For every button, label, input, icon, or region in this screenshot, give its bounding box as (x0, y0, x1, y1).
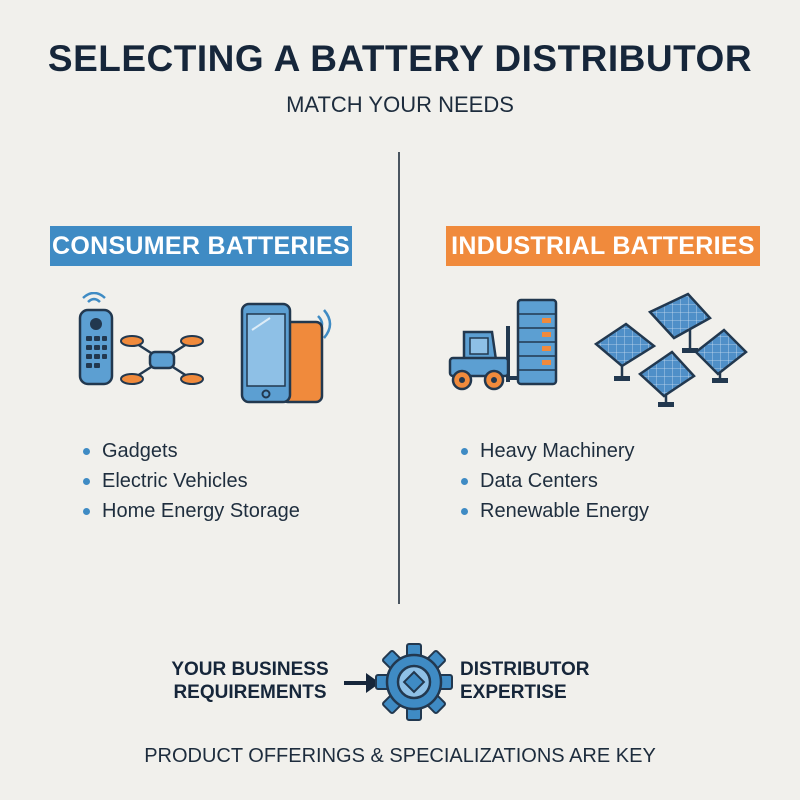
solar-panel-icon (593, 292, 748, 407)
distributor-expertise-label: DISTRIBUTOR EXPERTISE (460, 659, 590, 703)
list-item: Renewable Energy (458, 496, 649, 526)
page-title: SELECTING A BATTERY DISTRIBUTOR (47, 38, 753, 79)
list-item: Gadgets (80, 436, 300, 466)
business-requirements-label: YOUR BUSINESS REQUIREMENTS (171, 659, 329, 703)
server-rack-icon (516, 298, 558, 386)
center-divider (398, 152, 400, 604)
remote-control-icon (78, 292, 114, 386)
industrial-list: Heavy Machinery Data Centers Renewable E… (458, 436, 649, 526)
consumer-heading: CONSUMER BATTERIES (50, 226, 352, 266)
gear-icon (375, 643, 453, 721)
arrow-right-icon (344, 673, 380, 693)
list-item: Home Energy Storage (80, 496, 300, 526)
industrial-heading: INDUSTRIAL BATTERIES (446, 226, 760, 266)
consumer-list: Gadgets Electric Vehicles Home Energy St… (80, 436, 300, 526)
list-item: Heavy Machinery (458, 436, 649, 466)
list-item: Electric Vehicles (80, 466, 300, 496)
page-subtitle: MATCH YOUR NEEDS (286, 92, 514, 117)
footer-text: PRODUCT OFFERINGS & SPECIALIZATIONS ARE … (144, 745, 656, 767)
smartphone-icon (240, 302, 332, 404)
drone-icon (120, 335, 204, 385)
list-item: Data Centers (458, 466, 649, 496)
forklift-icon (448, 326, 524, 391)
